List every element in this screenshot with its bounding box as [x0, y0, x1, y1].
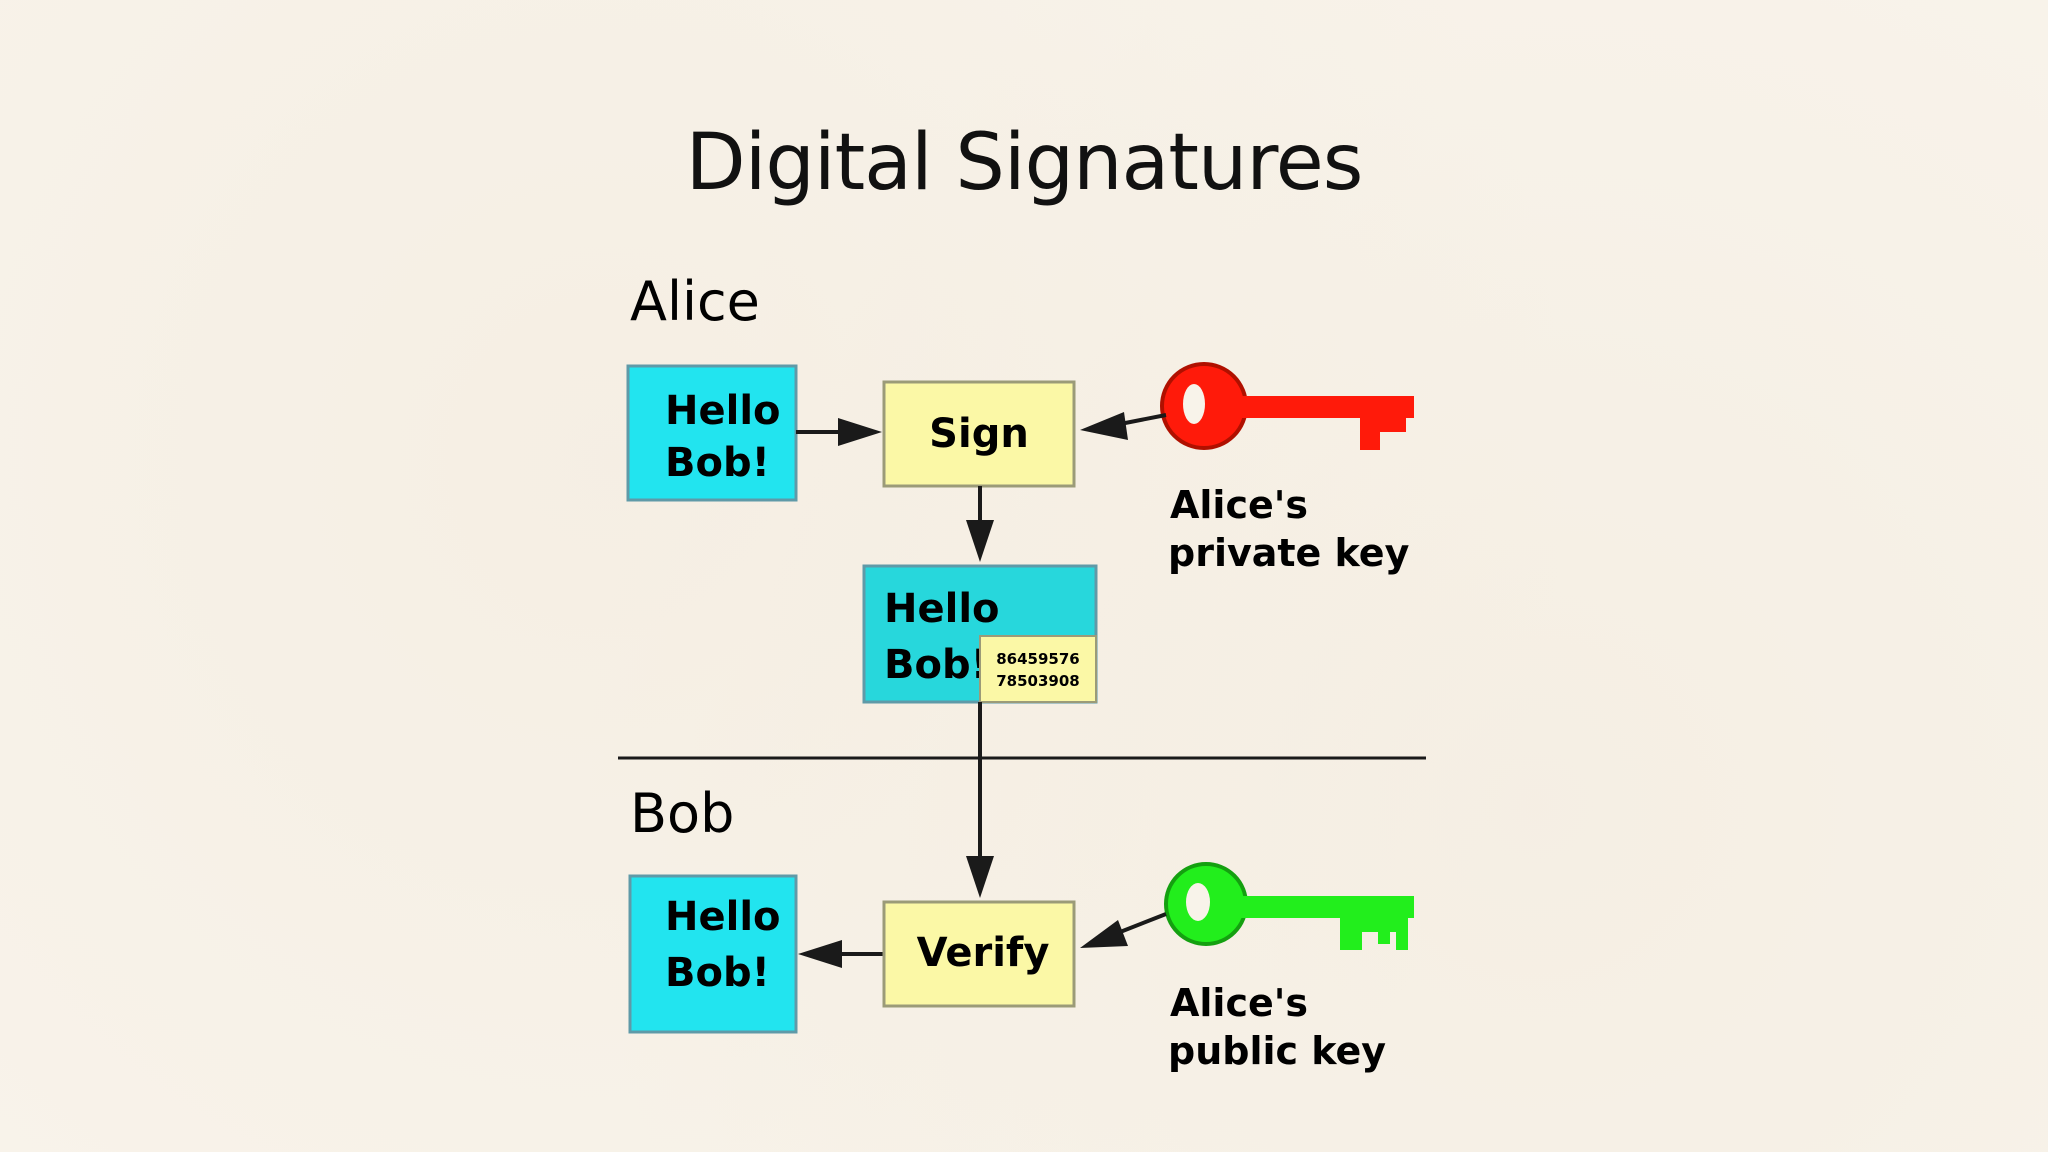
arrow-signed-message-to-verify: [966, 702, 994, 898]
sender-name: Alice: [630, 270, 760, 333]
bob-message-line2: Bob!: [665, 950, 770, 996]
arrow-sign-to-signed-message: [966, 486, 994, 562]
signature-line1: 86459576: [996, 650, 1080, 668]
arrow-public-key-to-verify: [1080, 912, 1167, 948]
arrow-message-to-sign: [796, 418, 882, 446]
public-key-label-line2: public key: [1168, 1029, 1386, 1073]
private-key-label-line1: Alice's: [1170, 483, 1308, 527]
bob-message-box: Hello Bob!: [628, 874, 798, 1034]
sign-label: Sign: [929, 411, 1029, 457]
signed-message-box: Hello Bob! 86459576 78503908: [862, 564, 1098, 704]
signed-message-line2: Bob!: [884, 642, 989, 688]
verify-label: Verify: [917, 930, 1050, 976]
private-key-label-line2: private key: [1168, 531, 1410, 575]
arrow-verify-to-message: [798, 940, 884, 968]
public-key-label-line1: Alice's: [1170, 981, 1308, 1025]
arrow-private-key-to-sign: [1080, 412, 1167, 440]
alice-message-box: Hello Bob!: [626, 364, 798, 502]
signed-message-line1: Hello: [884, 586, 1000, 632]
alice-message-line2: Bob!: [665, 440, 770, 486]
signature-line2: 78503908: [996, 672, 1080, 690]
slide-title: Digital Signatures: [685, 118, 1364, 208]
sign-box: Sign: [882, 380, 1076, 488]
alice-message-line1: Hello: [665, 388, 781, 434]
verify-box: Verify: [882, 900, 1076, 1008]
private-key-icon: [1160, 362, 1414, 450]
bob-message-line1: Hello: [665, 894, 781, 940]
receiver-name: Bob: [630, 782, 734, 845]
public-key-icon: [1164, 862, 1414, 950]
